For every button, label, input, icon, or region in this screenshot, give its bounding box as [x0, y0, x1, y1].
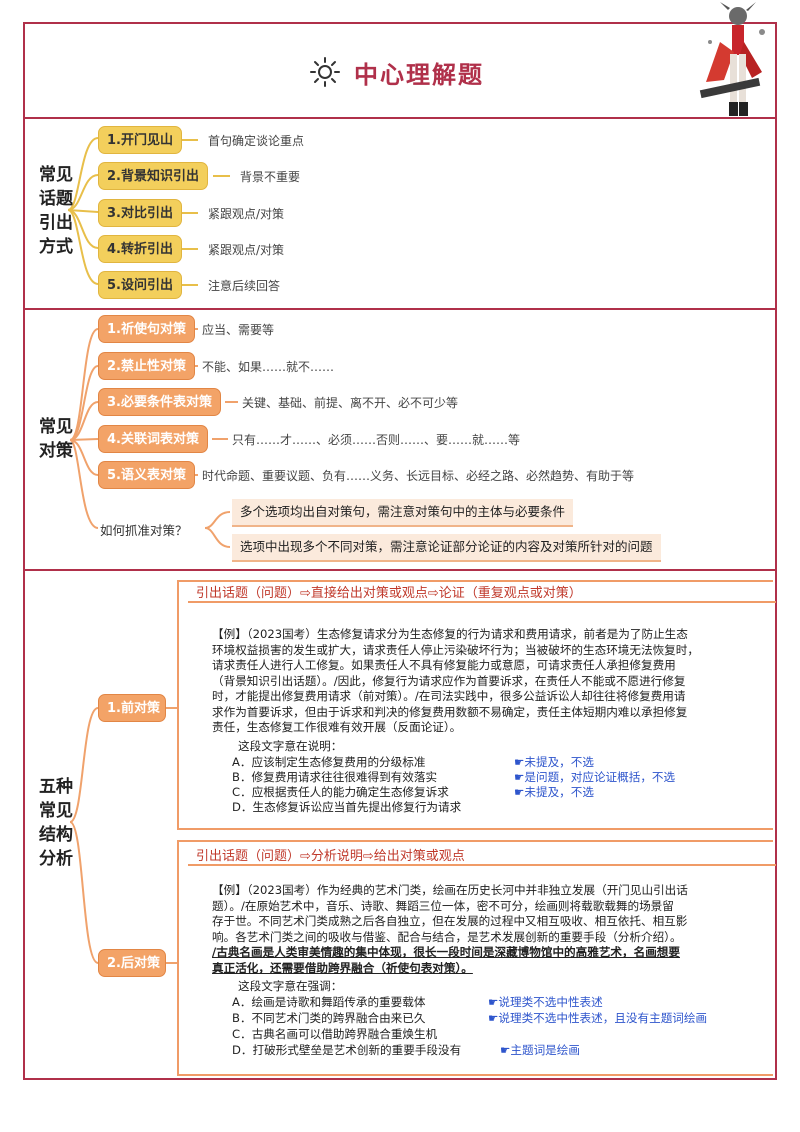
- strategy-note-2: 不能、如果……就不……: [202, 360, 335, 374]
- back-line-6: 真正活化，还需要借助跨界融合（祈使句表对策）。: [212, 960, 473, 975]
- divider-2: [23, 308, 777, 310]
- front-header-line: [188, 601, 776, 603]
- front-stem: 这段文字意在说明：: [238, 739, 343, 753]
- back-line-1: 【例】（2023国考）作为经典的艺术门类，绘画在历史长河中并非独立发展（开门见山…: [212, 883, 688, 897]
- back-strategy-box: [177, 840, 773, 1076]
- strategy-node-1: 1.祈使句对策: [98, 315, 195, 343]
- front-option-d: D．生态修复诉讼应当首先提出修复行为请求: [232, 800, 462, 814]
- divider-3: [23, 569, 777, 571]
- strategy-node-3: 3.必要条件表对策: [98, 388, 221, 416]
- front-comment-a: ☛未提及，不选: [514, 755, 594, 769]
- back-passage: 【例】（2023国考）作为经典的艺术门类，绘画在历史长河中并非独立发展（开门见山…: [212, 883, 772, 976]
- front-option-c: C．应根据责任人的能力确定生态修复诉求: [232, 785, 449, 799]
- section2-label: 常见对策: [39, 417, 73, 461]
- topic-note-1: 首句确定谈论重点: [208, 134, 305, 148]
- strategy-note-5: 时代命题、重要议题、负有……义务、长远目标、必经之路、必然趋势、有助于等: [202, 469, 635, 483]
- front-line-7: 责任，生态修复工作很难有效开展（反面论证）。: [212, 720, 462, 734]
- back-option-d: D．打破形式壁垒是艺术创新的重要手段没有: [232, 1043, 462, 1057]
- how-tip-1: 多个选项均出自对策句，需注意对策句中的主体与必要条件: [232, 499, 574, 527]
- topic-node-3: 3.对比引出: [98, 199, 182, 227]
- back-line-2: 题）。/在原始艺术中，音乐、诗歌、舞蹈三位一体，密不可分，绘画则将载歌载舞的场景…: [212, 898, 674, 913]
- back-line-4: 响。各艺术门类之间的吸收与借鉴、配合与结合，是艺术发展创新的重要手段（分析介绍）…: [212, 929, 682, 944]
- structure-node-front: 1.前对策: [98, 694, 166, 722]
- back-option-a: A．绘画是诗歌和舞蹈传承的重要载体: [232, 995, 426, 1009]
- topic-note-4: 紧跟观点/对策: [208, 243, 285, 257]
- character-illustration: [699, 2, 765, 116]
- front-option-b: B．修复费用请求往往很难得到有效落实: [232, 770, 438, 784]
- back-option-b: B．不同艺术门类的跨界融合由来已久: [232, 1011, 426, 1025]
- front-line-1: 【例】（2023国考）生态修复请求分为生态修复的行为请求和费用请求，前者是为了防…: [212, 627, 688, 641]
- front-line-2: 环境权益损害的发生或扩大，请求责任人停止污染破坏行为；当被破坏的生态环境无法恢复…: [212, 642, 699, 657]
- page-title: 中心理解题: [310, 54, 484, 90]
- page-frame: [23, 22, 777, 1080]
- structure-node-back: 2.后对策: [98, 949, 166, 977]
- front-line-4: （背景知识引出话题）。/因此，修复行为请求应作为首要诉求，在责任人不能或不愿进行…: [212, 673, 686, 688]
- back-stem: 这段文字意在强调：: [238, 979, 343, 993]
- back-option-c: C．古典名画可以借助跨界融合重焕生机: [232, 1027, 438, 1041]
- front-comment-c: ☛未提及，不选: [514, 785, 594, 799]
- back-comment-b: ☛说理类不选中性表述，且没有主题词绘画: [488, 1011, 708, 1025]
- front-option-a: A．应该制定生态修复费用的分级标准: [232, 755, 426, 769]
- strategy-note-4: 只有……才……、必须……否则……、要……就……等: [232, 433, 521, 447]
- back-header-line: [188, 864, 776, 866]
- how-tip-2: 选项中出现多个不同对策，需注意论证部分论证的内容及对策所针对的问题: [232, 534, 661, 562]
- topic-node-4: 4.转折引出: [98, 235, 182, 263]
- topic-node-2: 2.背景知识引出: [98, 162, 208, 190]
- topic-note-5: 注意后续回答: [208, 279, 281, 293]
- how-to-label: 如何抓准对策？: [100, 523, 188, 538]
- strategy-note-3: 关键、基础、前提、离不开、必不可少等: [242, 396, 459, 410]
- topic-note-3: 紧跟观点/对策: [208, 207, 285, 221]
- front-line-5: 时，才能提出修复费用请求（前对策）。/在司法实践中，很多公益诉讼人却往往将修复费…: [212, 689, 686, 703]
- strategy-node-2: 2.禁止性对策: [98, 352, 195, 380]
- sun-icon: [310, 57, 340, 87]
- topic-note-2: 背景不重要: [240, 170, 301, 184]
- back-comment-d: ☛主题词是绘画: [500, 1043, 580, 1057]
- section3-label: 五种常见 结构分析: [39, 777, 73, 869]
- front-header: 引出话题（问题）⇨直接给出对策或观点⇨论证（重复观点或对策）: [196, 586, 582, 601]
- front-strategy-box: [177, 580, 773, 830]
- back-line-5: /古典名画是人类审美情趣的集中体现，很长一段时间是深藏博物馆中的高雅艺术，名画想…: [212, 945, 680, 959]
- front-passage: 【例】（2023国考）生态修复请求分为生态修复的行为请求和费用请求，前者是为了防…: [212, 627, 772, 736]
- divider-1: [23, 117, 777, 119]
- front-line-3: 请求责任人进行人工修复。如果责任人不具有修复能力或意愿，可请求责任人承担修复费用: [212, 658, 676, 672]
- title-text: 中心理解题: [354, 60, 484, 89]
- front-line-6: 求作为首要诉求，但由于诉求和判决的修复费用数额不易确定，责任主体短期内难以承担修…: [212, 704, 688, 719]
- topic-node-5: 5.设问引出: [98, 271, 182, 299]
- strategy-note-1: 应当、需要等: [202, 323, 275, 337]
- strategy-node-5: 5.语义表对策: [98, 461, 195, 489]
- section1-label: 常见话题 引出方式: [39, 165, 73, 257]
- front-comment-b: ☛是问题，对应论证概括，不选: [514, 770, 676, 784]
- back-line-3: 存于世。不同艺术门类成熟之后各自独立，但在发展的过程中又相互吸收、相互依托、相互…: [212, 914, 688, 928]
- strategy-node-4: 4.关联词表对策: [98, 425, 208, 453]
- back-comment-a: ☛说理类不选中性表述: [488, 995, 603, 1009]
- topic-node-1: 1.开门见山: [98, 126, 182, 154]
- back-header: 引出话题（问题）⇨分析说明⇨给出对策或观点: [196, 849, 465, 864]
